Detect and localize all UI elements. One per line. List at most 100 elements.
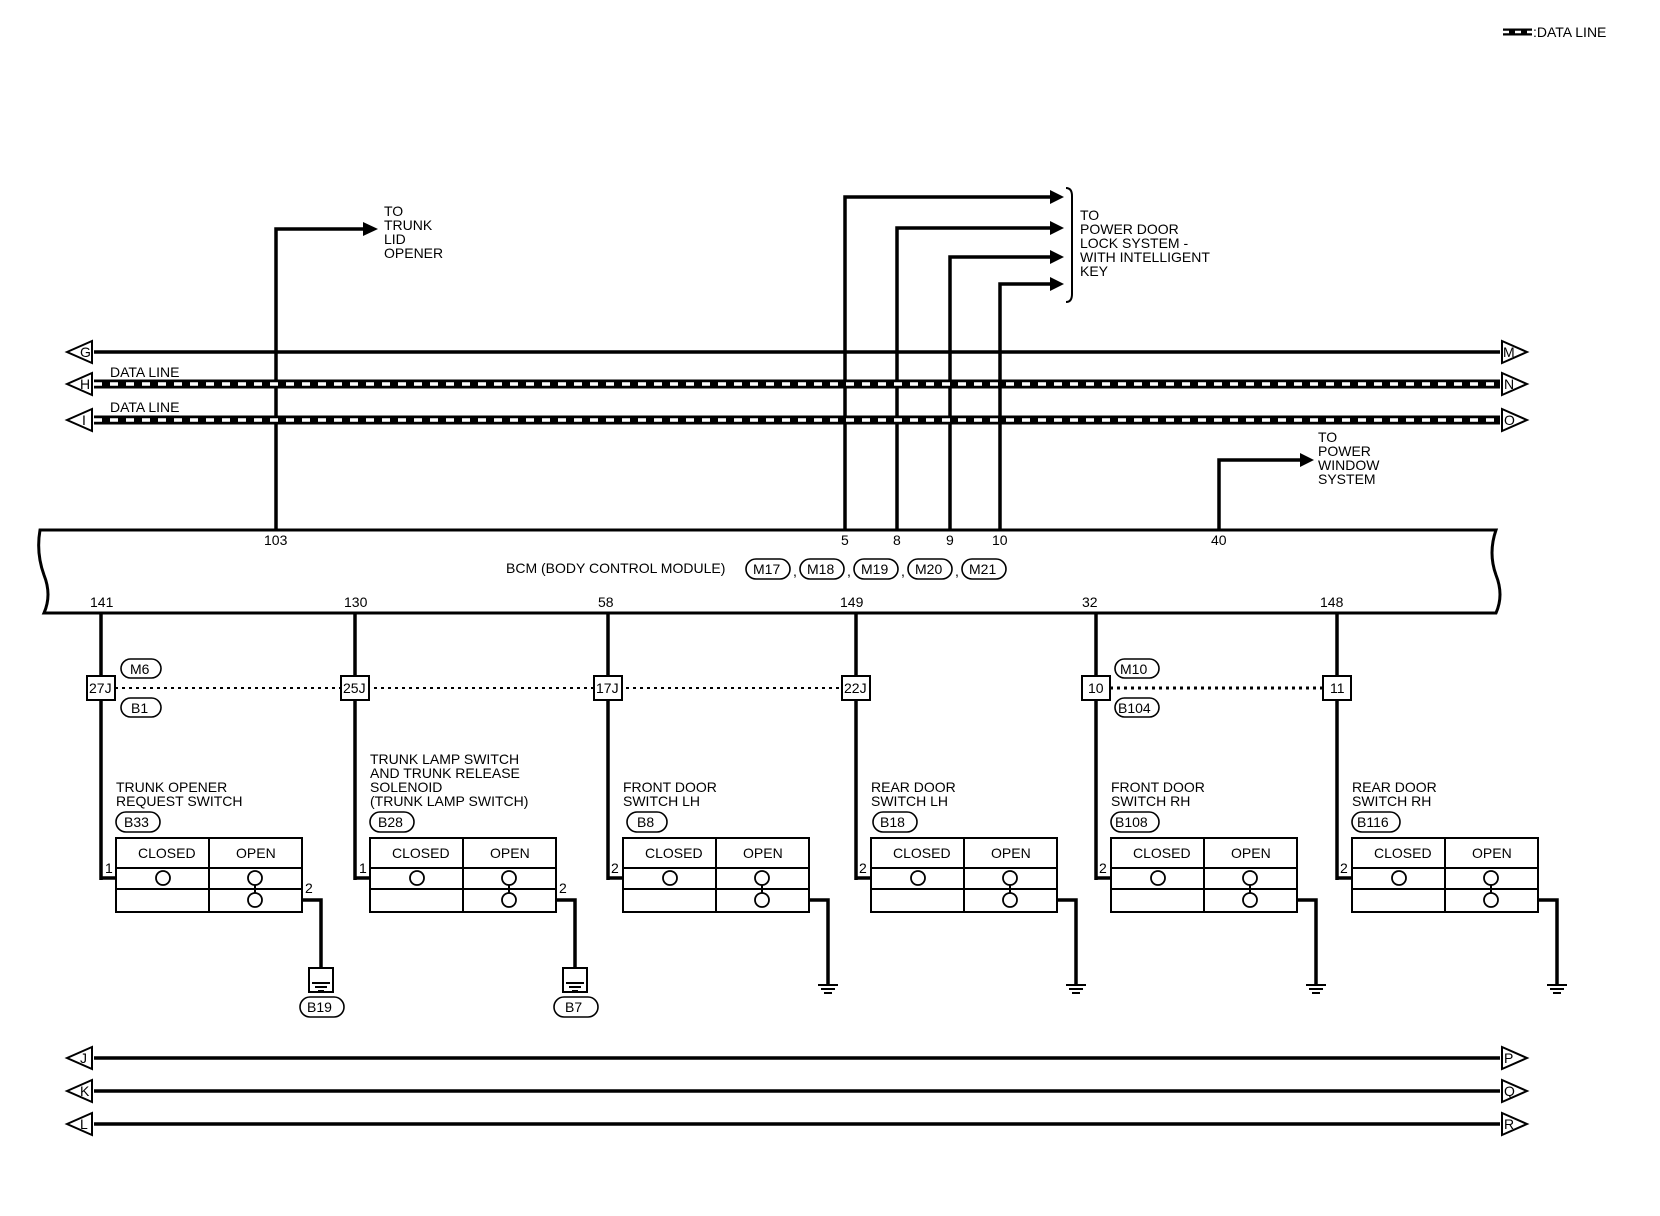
connector-m6-pill: [120, 658, 162, 679]
bcm-pin-32: 32: [1082, 594, 1098, 610]
bcm-connector-m17: M17: [753, 561, 780, 577]
closed-contact: [910, 870, 926, 886]
col-closed: CLOSED: [392, 845, 450, 861]
wire-pin8: [895, 226, 1052, 530]
connector-m10: M10: [1120, 661, 1147, 677]
connector-m6: M6: [130, 661, 150, 677]
bcm-pin-148: 148: [1320, 594, 1344, 610]
joint-connectors: 27J 25J 17J 22J 10 11 M6 B1 M10 B104: [86, 658, 1352, 718]
switch-front-door-rh: FRONT DOOR SWITCH RH B108 CLOSED OPEN 2: [1096, 779, 1326, 994]
switch-connector: B18: [880, 814, 905, 830]
bcm-sep-3: ,: [901, 563, 905, 579]
open-contact-1: [1483, 870, 1499, 886]
open-contact-1: [247, 870, 263, 886]
switch-name: TRUNK OPENER REQUEST SWITCH: [116, 779, 243, 809]
ground-wire: [556, 898, 577, 968]
bus-letter-g: G: [80, 344, 91, 360]
switch-name: FRONT DOOR SWITCH LH: [623, 779, 721, 809]
col-closed: CLOSED: [138, 845, 196, 861]
connector-b104-pill: [1114, 697, 1160, 718]
door-lock-bracket: [1065, 187, 1073, 303]
bcm-sep-4: ,: [955, 563, 959, 579]
bus-letter-m: M: [1503, 344, 1515, 360]
open-contact-1: [1002, 870, 1018, 886]
col-closed: CLOSED: [893, 845, 951, 861]
bcm-connector-m19: M19: [861, 561, 888, 577]
bus-letter-p: P: [1504, 1050, 1513, 1066]
label-to-door-lock: TO POWER DOOR LOCK SYSTEM - WITH INTELLI…: [1080, 207, 1214, 279]
ground-wire: [1538, 898, 1559, 985]
open-contact-1: [501, 870, 517, 886]
ground-box: [562, 967, 588, 993]
joint-box-10: [1081, 675, 1111, 701]
bus-letter-k: K: [80, 1083, 90, 1099]
bcm-pin-141: 141: [90, 594, 114, 610]
switch-rear-door-lh: REAR DOOR SWITCH LH B18 CLOSED OPEN 2: [856, 779, 1086, 994]
bcm-connector-m21: M21: [969, 561, 996, 577]
bus-letter-o: O: [1504, 412, 1515, 428]
pin-2: 2: [1099, 860, 1107, 876]
bus-arrow-l: [64, 1111, 93, 1137]
pin2: 2: [305, 880, 313, 896]
open-contact-2: [501, 892, 517, 908]
ground-pill: [553, 996, 599, 1018]
bcm-connector-m18-pill: [799, 558, 845, 580]
col-closed: CLOSED: [1374, 845, 1432, 861]
pin2: 2: [559, 880, 567, 896]
wire-pin9: [948, 255, 1052, 530]
bus-letter-r: R: [1504, 1116, 1514, 1132]
switch-front-door-lh: FRONT DOOR SWITCH LH B8 CLOSED OPEN 2: [608, 779, 838, 994]
bus-arrow-p: [1501, 1045, 1530, 1071]
bcm-connector-m18: M18: [807, 561, 834, 577]
bcm-connector-m21-pill: [961, 558, 1007, 580]
closed-contact: [409, 870, 425, 886]
switch-connector: B108: [1115, 814, 1148, 830]
open-contact-2: [754, 892, 770, 908]
bcm-sep-2: ,: [847, 563, 851, 579]
switch-connector-pill: [369, 811, 415, 833]
joint-17j: 17J: [596, 680, 619, 696]
joint-10: 10: [1088, 680, 1104, 696]
bcm-pin-58: 58: [598, 594, 614, 610]
open-contact-2: [1242, 892, 1258, 908]
bus-arrow-r: [1501, 1111, 1530, 1137]
joint-11: 11: [1330, 680, 1345, 696]
data-line-label-2: DATA LINE: [110, 399, 180, 415]
switch-connector: B116: [1357, 814, 1389, 830]
legend: :DATA LINE: [1503, 24, 1606, 40]
ground-connector-b7: B7: [565, 999, 582, 1015]
col-closed: CLOSED: [1133, 845, 1191, 861]
legend-label: :DATA LINE: [1533, 24, 1606, 40]
bus-letter-n: N: [1504, 376, 1514, 392]
arrow-pin5: [1050, 190, 1064, 204]
top-wires: TO TRUNK LID OPENER TO POWER DOOR LOCK S…: [274, 187, 1380, 530]
switch-connector-pill: [626, 811, 668, 833]
switch-trunk-lamp: TRUNK LAMP SWITCH AND TRUNK RELEASE SOLE…: [355, 751, 599, 1018]
ground-wire: [1297, 898, 1318, 985]
bus-arrow-q: [1501, 1078, 1530, 1104]
col-open: OPEN: [490, 845, 530, 861]
closed-contact: [1391, 870, 1407, 886]
closed-contact: [1150, 870, 1166, 886]
joint-box-27j: [86, 675, 116, 701]
data-line-label-1: DATA LINE: [110, 364, 180, 380]
switch-connector: B33: [124, 814, 149, 830]
bus-letter-l: L: [80, 1116, 88, 1132]
pin-2: 2: [611, 860, 619, 876]
bus-letter-i: I: [82, 412, 86, 428]
bcm-pin-8: 8: [893, 532, 901, 548]
bcm-pin-9: 9: [946, 532, 954, 548]
open-contact-2: [1483, 892, 1499, 908]
switch-name: FRONT DOOR SWITCH RH: [1111, 779, 1209, 809]
switch-name: REAR DOOR SWITCH LH: [871, 779, 960, 809]
connector-b1-pill: [120, 697, 162, 718]
connector-m10-pill: [1114, 658, 1160, 679]
bus-letter-j: J: [80, 1050, 87, 1066]
switch-connector-pill: [115, 811, 161, 833]
connector-b1: B1: [131, 700, 148, 716]
bus-letter-h: H: [80, 376, 90, 392]
switch-trunk-opener: TRUNK OPENER REQUEST SWITCH B33 CLOSED O…: [101, 779, 345, 1018]
arrow-trunk-lid: [363, 222, 378, 236]
switch-name: TRUNK LAMP SWITCH AND TRUNK RELEASE SOLE…: [370, 751, 528, 809]
bcm-pin-5: 5: [841, 532, 849, 548]
